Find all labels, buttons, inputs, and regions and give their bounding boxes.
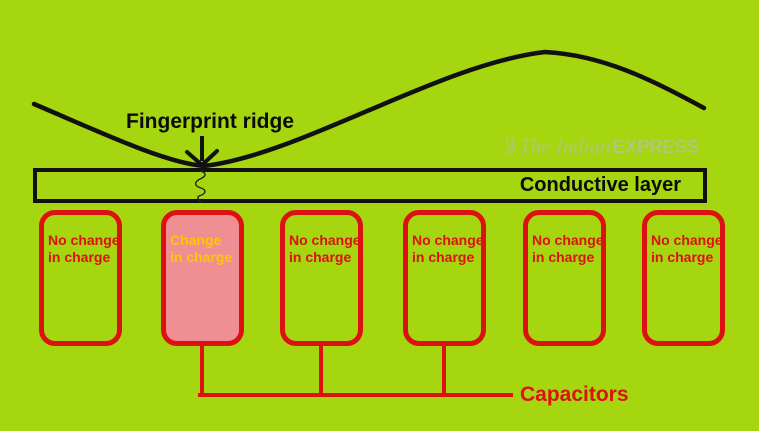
capacitor-cell: No change in charge: [642, 210, 725, 346]
capacitor-cell: No change in charge: [403, 210, 486, 346]
cell-text-line2: in charge: [289, 249, 352, 265]
connector-line-vertical: [319, 345, 323, 397]
connector-line-vertical: [442, 345, 446, 397]
cell-text-line2: in charge: [412, 249, 475, 265]
cell-text-line2: in charge: [48, 249, 111, 265]
connector-line-horizontal: [198, 393, 513, 397]
connector-line-vertical: [200, 345, 204, 397]
cell-text-line1: No change: [48, 232, 120, 248]
capacitor-cell: No change in charge: [523, 210, 606, 346]
capacitors-label: Capacitors: [520, 383, 629, 406]
ridge-arrow-head: [185, 149, 219, 168]
cell-text-line2: in charge: [651, 249, 714, 265]
express-flame-icon: [505, 137, 516, 155]
cell-text-line1: Change: [170, 232, 222, 248]
conductive-layer-label: Conductive layer: [519, 174, 681, 196]
cell-text-line1: No change: [412, 232, 484, 248]
capacitor-cell: No change in charge: [280, 210, 363, 346]
watermark-name-serif: The Indian: [519, 134, 611, 158]
cell-text-line1: No change: [289, 232, 361, 248]
watermark-name-bold: EXPRESS: [612, 137, 700, 158]
cell-text-line1: No change: [532, 232, 604, 248]
cell-text-line1: No change: [651, 232, 723, 248]
capacitor-cell-active: Change in charge: [161, 210, 244, 346]
cell-text-line2: in charge: [532, 249, 595, 265]
conductive-layer: Conductive layer: [33, 168, 707, 203]
capacitor-cell: No change in charge: [39, 210, 122, 346]
cell-text-line2: in charge: [170, 249, 233, 265]
watermark: The Indian EXPRESS: [503, 134, 699, 159]
fingerprint-ridge-label: Fingerprint ridge: [126, 110, 294, 133]
